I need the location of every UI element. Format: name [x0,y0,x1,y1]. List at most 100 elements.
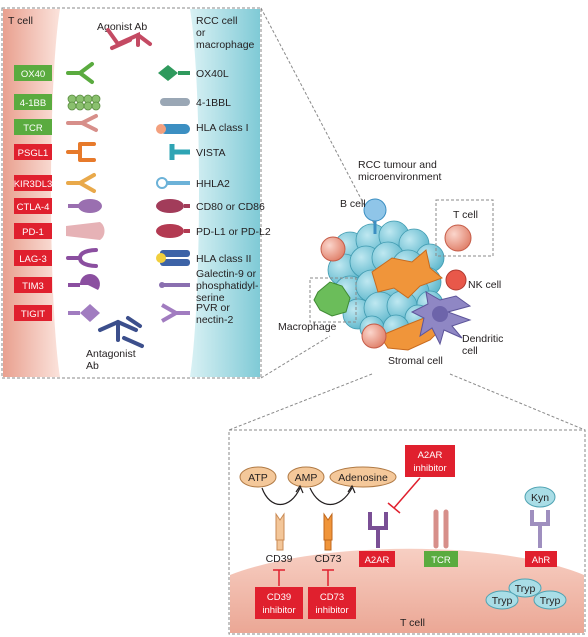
receptor-label: TCR [23,123,43,134]
tryp-label-3: Tryp [540,595,561,607]
receptor-label: PSGL1 [18,148,49,159]
t-cell-label: T cell [453,209,478,221]
rcc-membrane [190,9,260,377]
kyn-oval [524,486,556,508]
tryp-label-1: Tryp [515,583,536,595]
t-cell-bottom-label: T cell [400,617,425,629]
checkpoint-panel: T cell Agonist Ab RCC cell or macrophage… [1,7,271,379]
cd39-inhibitor-box [255,587,303,619]
ligand-label: VISTA [196,147,226,159]
cd39-enzyme-icon [275,512,285,551]
dendritic-label-1: Dendritic [462,333,503,345]
receptor-box [14,144,52,160]
cd73-inhibition-line [322,569,334,586]
rcc-label-1: RCC cell [196,15,237,27]
receptor-label: PD-1 [22,227,44,238]
cd73-inhibitor-box [308,587,356,619]
receptor-box [14,223,52,239]
ligand-label: CD80 or CD86 [196,201,265,213]
tumour-title-1: RCC tumour and [358,159,437,171]
ligand-label: 4-1BBL [196,97,231,109]
b-cell-label: B cell [340,198,366,210]
receptor-box [14,175,52,191]
antagonist-antibody-icon [98,316,144,348]
ahr-box [525,551,557,567]
ox40l-ligand-icon [158,65,190,81]
a2ar-inhibitor-label-2: inhibitor [413,463,446,474]
ox40-receptor-icon [66,62,94,84]
a2ar-inhibition-line [387,477,421,514]
hhla2-ligand-icon [156,177,190,189]
t-cell-icon-3 [361,323,387,349]
tcr-box [424,551,458,567]
rcc-tumour: RCC tumour and microenvironment B cell T… [278,159,503,367]
atp-to-amp-arrow [261,487,301,505]
a2ar-inhibitor-box [405,445,455,477]
hla-class-i-ligand-icon [156,124,190,134]
b-cell-icon [363,198,387,234]
atp-oval [239,466,277,488]
dendritic-label-2: cell [462,345,478,357]
tim3-receptor-icon [68,274,100,290]
tryp-oval-1 [508,578,542,598]
psgl1-receptor-icon [66,142,96,162]
pdl1-ligand-icon [156,224,190,238]
pd1-receptor-icon [66,222,105,240]
receptor-label: 4-1BB [20,98,46,109]
t-cell-icon [444,224,472,252]
cd73-inhibitor-label-2: inhibitor [315,605,348,616]
cd80-ligand-icon [156,199,190,213]
cd73-inhibitor-label-1: CD73 [320,592,344,603]
amp-to-adenosine-arrow [309,487,353,505]
receptor-label: CTLA-4 [17,202,50,213]
hla-class-ii-ligand-icon [156,250,190,266]
t-cell-label: T cell [8,15,33,27]
receptor-label: OX40 [21,69,45,80]
ligand-label: HLA class II [196,253,251,265]
adenosine-oval [329,466,397,488]
a2ar-box [359,551,395,567]
macrophage-icon [313,281,351,317]
cd39-inhibitor-label-1: CD39 [267,592,291,603]
rcc-label-3: macrophage [196,39,255,51]
cd39-inhibition-line [273,569,285,586]
a2ar-receptor-icon [368,512,388,548]
receptor-boxes: OX404-1BBTCRPSGL1KIR3DL3CTLA-4PD-1LAG-3T… [14,65,53,321]
tcr-receptor-icon [66,114,98,132]
4-1bbl-ligand-icon [160,98,190,106]
receptor-box [14,250,52,266]
zoom-line-lower-left [228,373,373,431]
atp-label: ATP [248,472,268,484]
tigit-receptor-icon [68,304,100,322]
antagonist-ab-label-1: Antagonist [86,348,136,360]
receptor-label: KIR3DL3 [14,179,53,190]
zoom-line-bottom [260,335,331,379]
cd39-inhibitor-label-2: inhibitor [262,605,295,616]
tumour-title-2: microenvironment [358,171,442,183]
ligand-label: nectin-2 [196,314,234,326]
zoom-line-top [260,7,381,236]
ahr-receptor-icon [530,510,550,548]
kir3dl3-receptor-icon [66,173,96,193]
receptor-box [14,94,52,110]
a2ar-inhibitor-label-1: A2AR [418,450,443,461]
t-cell-icon-2 [320,236,346,262]
macrophage-label: Macrophage [278,321,337,333]
tryp-label-2: Tryp [492,595,513,607]
ligand-label: PD-L1 or PD-L2 [196,226,271,238]
zoom-line-lower-right [449,373,586,431]
ligand-glyphs [156,65,190,323]
ligand-label: HHLA2 [196,178,230,190]
tcr-receptor-icon-bottom [433,509,449,549]
pvr-ligand-icon [161,303,190,323]
ligand-label: OX40L [196,68,229,80]
ligand-label: PVR or [196,302,230,314]
agonist-ab-label: Agonist Ab [97,21,147,33]
tryp-oval-2 [485,590,519,610]
4-1bb-receptor-icon [67,94,101,111]
receptor-box [14,198,52,214]
amp-label: AMP [295,472,318,484]
nk-cell-icon [445,269,467,291]
tryp-oval-3 [533,590,567,610]
